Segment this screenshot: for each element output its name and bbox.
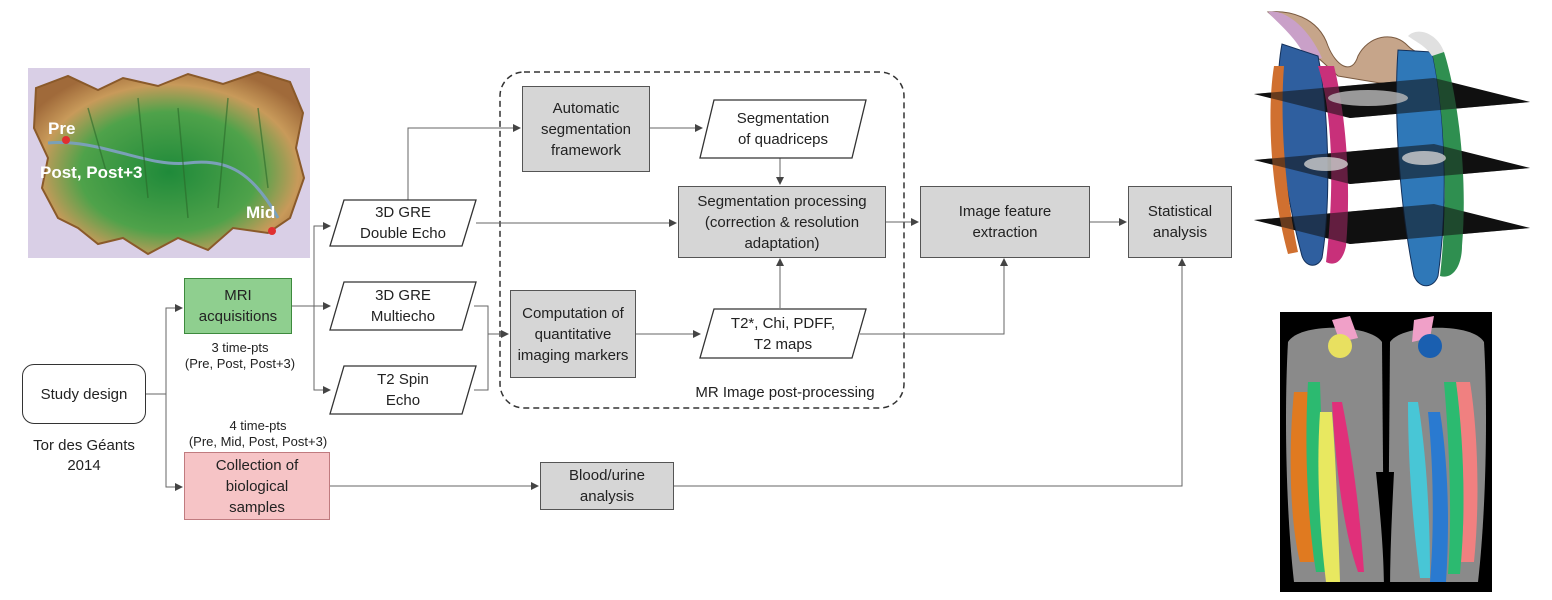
stats-node: Statistical analysis bbox=[1128, 186, 1232, 258]
auto-seg-node: Automatic segmentation framework bbox=[522, 86, 650, 172]
map-marker-mid: Mid bbox=[246, 203, 275, 222]
t2-spin-label: T2 Spin Echo bbox=[377, 371, 429, 409]
seg-quad-label: Segmentation of quadriceps bbox=[736, 110, 830, 148]
edge-mri-branch bbox=[313, 222, 331, 306]
edge-study-collection bbox=[165, 394, 183, 491]
mri-acquisitions-node: MRI acquisitions bbox=[184, 278, 292, 334]
shape-t2-maps bbox=[699, 308, 867, 359]
edge-mri-t2 bbox=[313, 306, 331, 394]
study-design-label: Study design bbox=[40, 385, 128, 403]
collection-label: Collection of biological samples bbox=[215, 456, 299, 516]
stats-label: Statistical analysis bbox=[1147, 203, 1213, 241]
seg-proc-node: Segmentation processing (correction & re… bbox=[678, 186, 886, 258]
edge-blood-stats bbox=[674, 258, 1186, 487]
shape-t2-spin bbox=[329, 365, 477, 415]
edge-t2-comp bbox=[474, 334, 489, 391]
mri-segmentation-slice bbox=[1280, 312, 1492, 592]
map-marker-post: Post, Post+3 bbox=[40, 163, 143, 182]
blood-label: Blood/urine analysis bbox=[569, 467, 645, 505]
feature-label: Image feature extraction bbox=[958, 203, 1052, 241]
bio-timepoints-label: 4 time-pts (Pre, Mid, Post, Post+3) bbox=[188, 418, 328, 449]
gre-double-label: 3D GRE Double Echo bbox=[360, 204, 446, 242]
edge-double-auto bbox=[407, 124, 521, 200]
shape-gre-multi bbox=[329, 281, 477, 331]
map-marker-pre: Pre bbox=[48, 119, 75, 138]
gre-multi-label: 3D GRE Multiecho bbox=[370, 287, 436, 325]
muscle-3d-render bbox=[1254, 11, 1530, 287]
collection-node: Collection of biological samples bbox=[184, 452, 330, 520]
seg-proc-label: Segmentation processing (correction & re… bbox=[697, 192, 867, 252]
valle-daosta-map: Pre Post, Post+3 Mid bbox=[28, 68, 310, 258]
blood-node: Blood/urine analysis bbox=[540, 462, 674, 510]
event-label: Tor des Géants 2014 bbox=[33, 437, 135, 474]
computation-label: Computation of quantitative imaging mark… bbox=[517, 304, 629, 364]
shape-seg-quad bbox=[699, 99, 867, 159]
feature-node: Image feature extraction bbox=[920, 186, 1090, 258]
mri-timepoints-label: 3 time-pts (Pre, Post, Post+3) bbox=[184, 340, 296, 371]
edge-study-trunk bbox=[145, 304, 183, 395]
t2-maps-label: T2*, Chi, PDFF, T2 maps bbox=[730, 314, 836, 353]
post-processing-label: MR Image post-processing bbox=[695, 384, 875, 401]
auto-seg-label: Automatic segmentation framework bbox=[540, 99, 632, 159]
edge-maps-feature bbox=[860, 258, 1008, 335]
shape-gre-double bbox=[329, 199, 477, 247]
mri-label: MRI acquisitions bbox=[198, 287, 278, 325]
edge-multi-comp bbox=[474, 305, 509, 338]
computation-node: Computation of quantitative imaging mark… bbox=[510, 290, 636, 378]
study-design-node: Study design bbox=[22, 364, 146, 424]
